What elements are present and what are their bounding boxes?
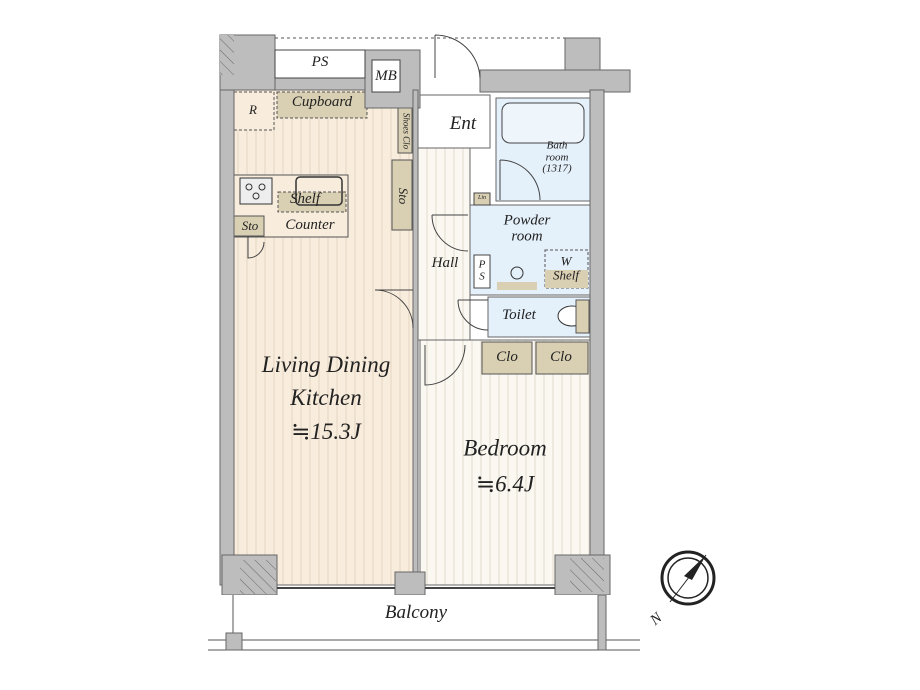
mb-box (371, 59, 401, 93)
washbasin (510, 266, 524, 280)
bathtub (501, 102, 585, 144)
ps-hall-label: P S (479, 259, 486, 282)
toilet-label: Toilet (502, 307, 536, 324)
powder-room-label: Powder room (503, 212, 551, 245)
ps-label: PS (311, 54, 329, 71)
bedroom-label: Bedroom ≒6.4J (463, 430, 546, 501)
bedroom-name: Bedroom (463, 435, 547, 461)
kitchen-sink (295, 176, 343, 206)
ldk-label: Living Dining Kitchen ≒15.3J (262, 348, 390, 448)
closet-1 (481, 341, 533, 375)
shelf-label: Shelf (290, 191, 320, 208)
w-shelf-w: W (560, 253, 572, 269)
ldk-name-line1: Living Dining (261, 351, 391, 377)
washbasin-counter (497, 282, 537, 290)
mb-label: MB (375, 68, 397, 85)
bedroom-area: ≒6.4J (475, 471, 535, 496)
balcony-area (208, 595, 638, 650)
hall-floor (417, 147, 471, 341)
doors (247, 34, 541, 386)
ldk-floor (232, 89, 414, 586)
compass-icon (660, 550, 716, 606)
ldk-area: ≒15.3J (291, 418, 361, 444)
bathroom-size: (1317) (542, 162, 572, 175)
w-shelf-shelf: Shelf (553, 268, 579, 283)
closet-2 (535, 341, 589, 375)
ldk-name-line2: Kitchen (290, 385, 362, 411)
entrance-label: Ent (449, 113, 477, 135)
bedroom-floor (419, 339, 591, 586)
linen-closet (473, 192, 491, 206)
powder-room-line2: room (511, 228, 543, 244)
closet-2-label: Clo (550, 349, 572, 366)
hall-storage-label: Sto (395, 187, 411, 205)
stove (239, 177, 273, 205)
kitchen-storage-label: Sto (241, 218, 259, 234)
w-shelf-label: W Shelf (553, 253, 579, 284)
ps-hall-p: P (478, 258, 486, 271)
bathroom-label: Bath room (1317) (542, 139, 572, 176)
counter-label: Counter (285, 217, 335, 234)
refrigerator-label: R (249, 102, 257, 118)
balcony-label: Balcony (384, 602, 448, 624)
entrance-floor (417, 94, 491, 149)
cupboard-label: Cupboard (291, 94, 353, 111)
ps-hall-s: S (479, 270, 485, 282)
hall-label: Hall (431, 255, 459, 272)
closet-1-label: Clo (496, 349, 518, 366)
ps-shaft-top (274, 49, 366, 79)
kitchen-shelf (277, 191, 347, 213)
bathroom-line2: room (545, 151, 569, 164)
ps-shaft-hall (473, 254, 491, 289)
hall-storage (391, 159, 413, 231)
powder-room-line1: Powder (503, 212, 551, 229)
bathroom-line1: Bath (546, 139, 568, 152)
shoes-closet-label: Shoes Clo (401, 112, 412, 150)
linen-label: Lin (477, 194, 487, 201)
